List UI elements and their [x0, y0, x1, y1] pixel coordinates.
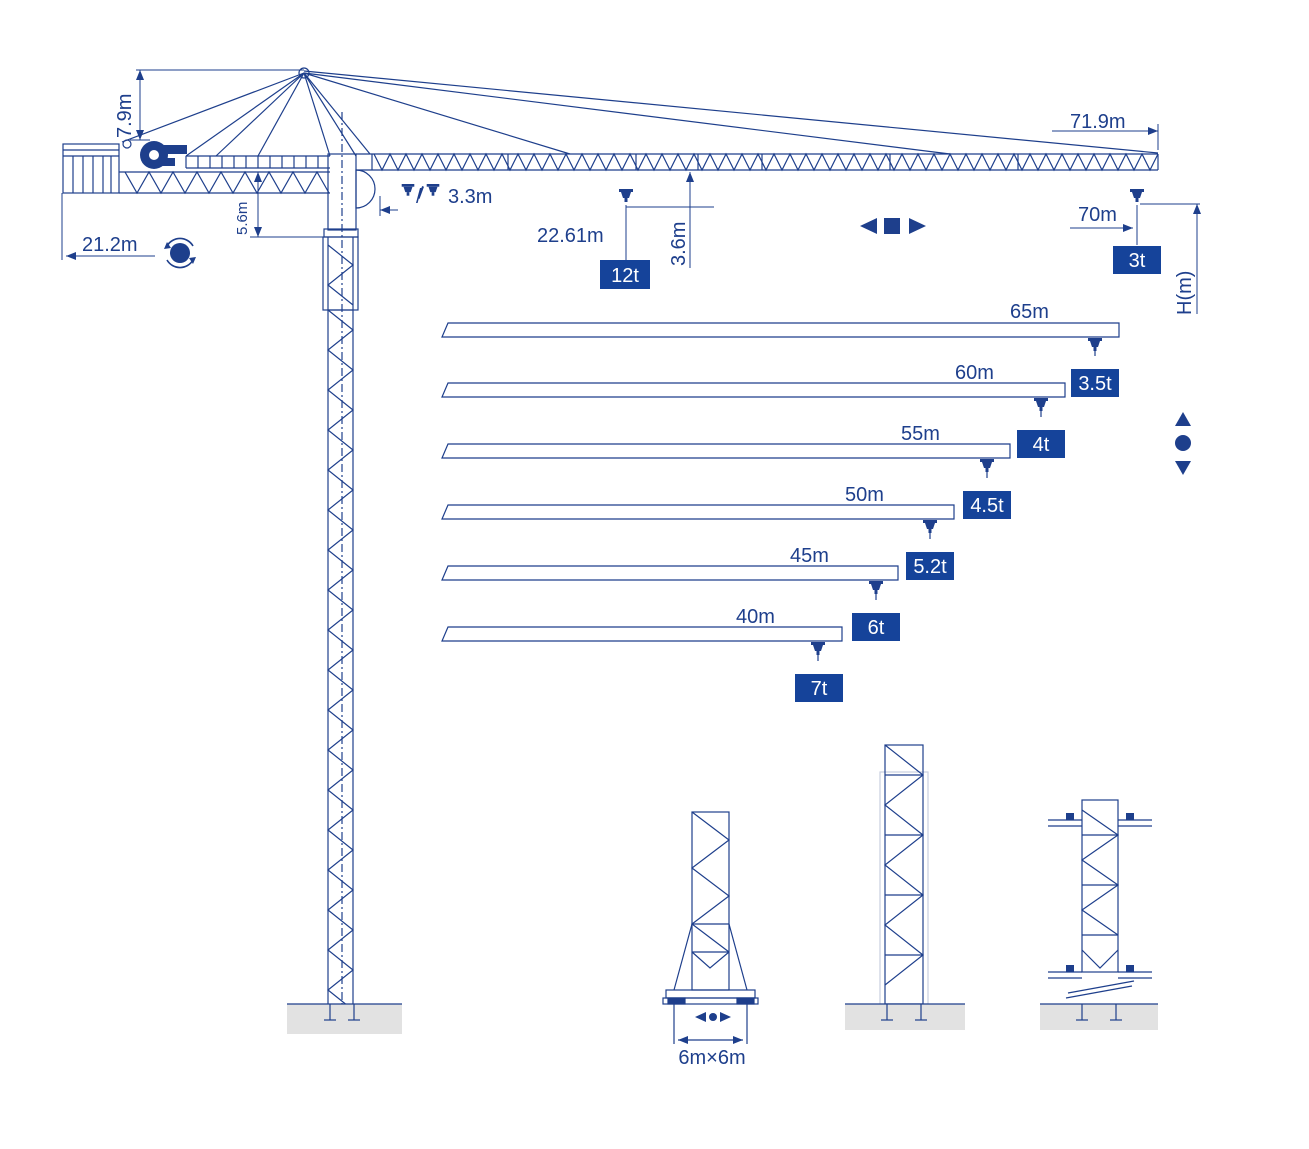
travel-icon: [695, 1012, 731, 1022]
jib-load-badge: [906, 552, 954, 580]
jib-variant-load: 5.2t: [913, 556, 947, 578]
jib-variant-length: 60m: [955, 362, 994, 384]
base-variant-fixed: [879, 744, 929, 1005]
jib-variant-load: 7t: [811, 678, 828, 700]
ground-main: [287, 1004, 402, 1034]
jib-variant-load: 3.5t: [1078, 373, 1112, 395]
jib-load-badge: [1071, 369, 1119, 397]
hook-drop-label: 3.6m: [668, 222, 690, 266]
tip-radius-label: 70m: [1078, 204, 1117, 226]
counterweight: [62, 143, 120, 194]
height-axis-label: H(m): [1174, 271, 1196, 315]
climbing-icon: [1175, 412, 1191, 475]
jib-variant-length: 45m: [790, 545, 829, 567]
counter-jib-label: 21.2m: [82, 234, 138, 256]
jib-variant-length: 55m: [901, 423, 940, 445]
base-size-label: 6m×6m: [678, 1047, 745, 1069]
ground-internal: [1040, 1004, 1158, 1030]
jib-variant: [441, 626, 843, 702]
jib-length-label: 71.9m: [1070, 111, 1126, 133]
base-variant-traveling: [662, 811, 759, 1044]
slewing-icon: [164, 237, 196, 269]
hook-symbol-slash: /: [416, 186, 422, 208]
cab-height-label: 5.6m: [234, 202, 251, 235]
jib-variant-length: 50m: [845, 484, 884, 506]
operator-cab: [355, 169, 376, 209]
jib-variant: [441, 565, 900, 641]
jib-variant-load: 4.5t: [970, 495, 1004, 517]
jib-load-badge: [1017, 430, 1065, 458]
base-variant-internal: [1048, 799, 1152, 999]
apex-pulley: [298, 67, 310, 79]
max-load-badge: [600, 260, 650, 289]
jib-variant-load: 4t: [1033, 434, 1050, 456]
jib-load-badge: [852, 613, 900, 641]
top-height-label: 7.9m: [114, 94, 136, 138]
crane-structure: [62, 67, 1159, 1011]
jib-variant: [441, 322, 1120, 397]
max-load-radius-label: 22.61m: [537, 225, 604, 247]
dimension-lines: [61, 69, 1200, 314]
tip-load-badge: [1113, 246, 1161, 274]
jib-variant: [441, 382, 1066, 458]
hook-offset-label: 3.3m: [448, 186, 492, 208]
jib-variant-length: 65m: [1010, 301, 1049, 323]
jib-variant: [441, 504, 955, 580]
jib-load-badge: [795, 674, 843, 702]
jib-variant-load: 6t: [868, 617, 885, 639]
jib-load-badge: [963, 491, 1011, 519]
ground-fixed: [845, 1004, 965, 1030]
max-load-value: 12t: [611, 265, 639, 287]
tip-load-value: 3t: [1129, 250, 1146, 272]
jib-variant-length: 40m: [736, 606, 775, 628]
winch: [140, 141, 187, 169]
trolley-travel-icon: [860, 218, 926, 234]
jib-variant: [441, 443, 1011, 519]
jib-variants: [441, 322, 1120, 702]
